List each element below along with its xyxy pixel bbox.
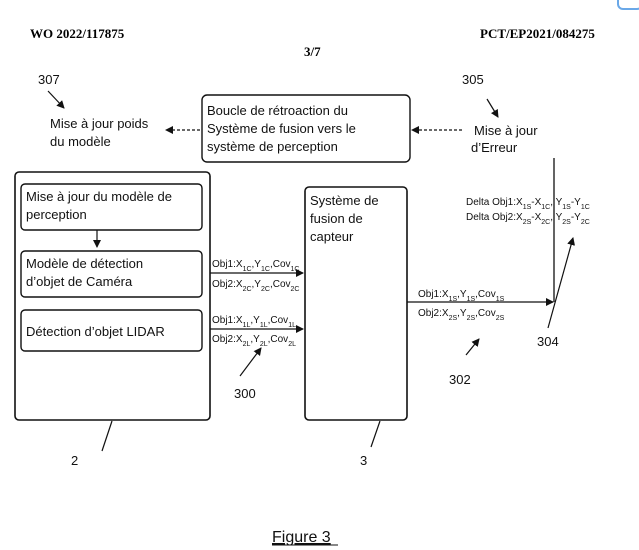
ref-305-pointer bbox=[486, 98, 499, 118]
weights-update-label-line1: Mise à jour poids bbox=[50, 116, 149, 131]
ref-2-leader bbox=[101, 420, 113, 452]
ref-307: 307 bbox=[38, 72, 60, 87]
feedback-loop-box bbox=[201, 94, 411, 163]
error-update-label-line2: d’Erreur bbox=[471, 140, 518, 155]
camera-detection-box bbox=[20, 250, 203, 298]
delta-obj1-label: Delta Obj1:X1S-X1C, Y1S-Y1C bbox=[466, 197, 590, 211]
publication-number: WO 2022/117875 bbox=[30, 26, 125, 41]
ref-2: 2 bbox=[71, 453, 78, 468]
expand-corner-icon[interactable] bbox=[617, 0, 639, 10]
ref-300: 300 bbox=[234, 386, 256, 401]
perception-model-update-line1: Mise à jour du modèle de bbox=[26, 189, 172, 204]
feedback-loop-line2: Système de fusion vers le bbox=[207, 121, 356, 136]
application-number: PCT/EP2021/084275 bbox=[480, 26, 595, 41]
ref-304-pointer bbox=[547, 237, 575, 329]
ref-302: 302 bbox=[449, 372, 471, 387]
ref-3: 3 bbox=[360, 453, 367, 468]
sensor-fusion-line1: Système de bbox=[310, 193, 379, 208]
ref-305: 305 bbox=[462, 72, 484, 87]
camera-detection-line1: Modèle de détection bbox=[26, 256, 143, 271]
sensor-fusion-line3: capteur bbox=[310, 229, 354, 244]
perception-model-update-box bbox=[20, 183, 203, 231]
fused-obj1-signal: Obj1:X1S,Y1S,Cov1S bbox=[418, 289, 505, 303]
ref-307-pointer bbox=[47, 90, 65, 109]
camera-obj2-signal: Obj2:X2C,Y2C,Cov2C bbox=[212, 279, 299, 293]
lidar-detection-box bbox=[20, 309, 203, 352]
perception-model-update-line2: perception bbox=[26, 207, 87, 222]
feedback-loop-line1: Boucle de rétroaction du bbox=[207, 103, 348, 118]
error-update-label-line1: Mise à jour bbox=[474, 123, 538, 138]
lidar-obj1-signal: Obj1:X1L,Y1L,Cov1L bbox=[212, 315, 296, 329]
delta-obj2-label: Delta Obj2:X2S-X2C, Y2S-Y2C bbox=[466, 212, 590, 226]
fused-obj2-signal: Obj2:X2S,Y2S,Cov2S bbox=[418, 308, 505, 322]
lidar-detection-label: Détection d’objet LIDAR bbox=[26, 324, 165, 339]
sensor-fusion-box bbox=[304, 186, 408, 421]
ref-304: 304 bbox=[537, 334, 559, 349]
ref-302-pointer bbox=[465, 338, 480, 356]
ref-3-leader bbox=[370, 420, 381, 448]
weights-update-label-line2: du modèle bbox=[50, 134, 111, 149]
figure-caption: Figure 3 bbox=[272, 529, 331, 546]
camera-detection-line2: d’objet de Caméra bbox=[26, 274, 133, 289]
lidar-obj2-signal: Obj2:X2L,Y2L,Cov2L bbox=[212, 334, 296, 348]
camera-obj1-signal: Obj1:X1C,Y1C,Cov1C bbox=[212, 259, 299, 273]
ref-300-pointer bbox=[239, 347, 262, 377]
feedback-loop-line3: système de perception bbox=[207, 139, 338, 154]
sensor-fusion-line2: fusion de bbox=[310, 211, 363, 226]
page-indicator: 3/7 bbox=[304, 44, 321, 59]
